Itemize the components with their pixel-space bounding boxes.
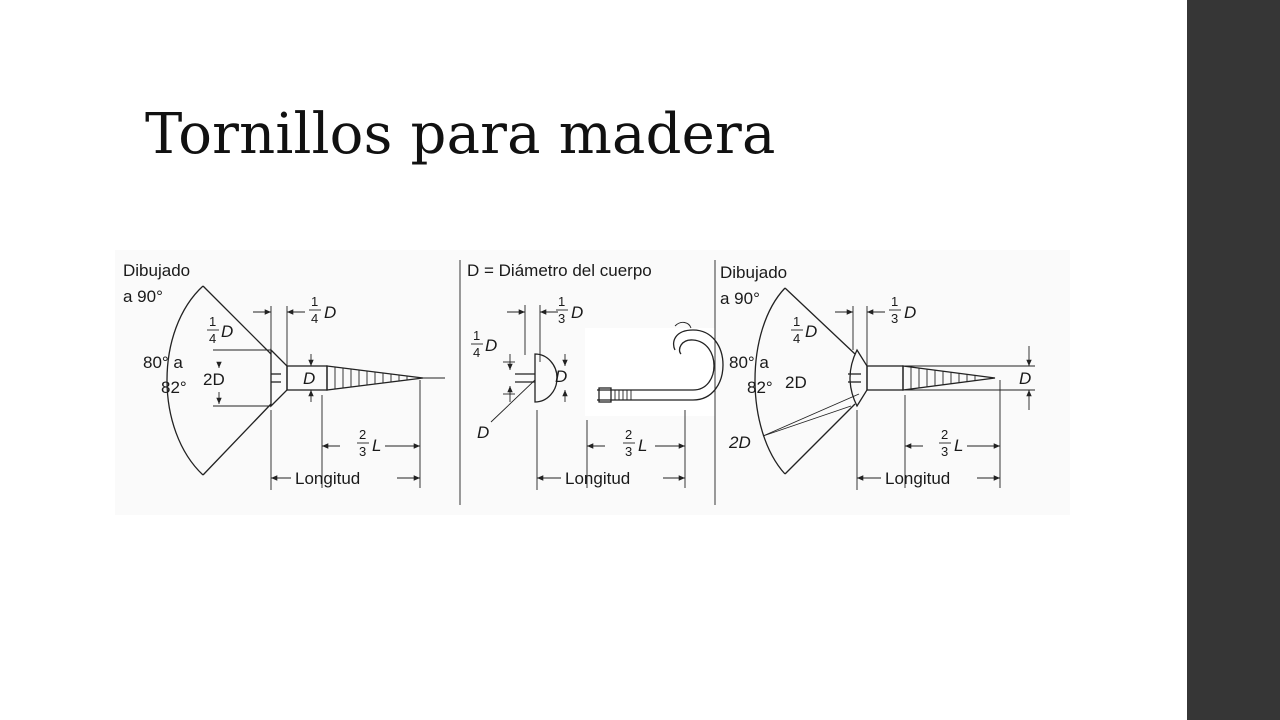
right-L-num: 2 xyxy=(941,427,948,442)
left-top-frac-den: 4 xyxy=(311,311,318,326)
middle-D-leader xyxy=(490,379,536,423)
oval-head-screw-panel: Dibujado a 90° 80° a 82° 1 4 D 2D xyxy=(720,263,1035,490)
diagram-svg: Dibujado a 90° 80° a 82° xyxy=(123,260,1035,505)
right-length: Longitud xyxy=(885,469,950,488)
left-angle-1: 80° a xyxy=(143,353,183,372)
right-threads xyxy=(902,365,996,391)
right-two-D: 2D xyxy=(785,373,807,392)
left-screw-head xyxy=(270,348,288,408)
left-angle-line-top xyxy=(202,285,272,355)
right-L-den: 3 xyxy=(941,444,948,459)
right-quarter-D: D xyxy=(805,322,817,341)
hook-bolt-nut xyxy=(598,387,612,403)
middle-third-num: 1 xyxy=(558,294,565,309)
right-third-D: D xyxy=(904,303,916,322)
middle-quarter-D: D xyxy=(485,336,497,355)
hook-bolt-outline xyxy=(597,339,715,391)
left-drawn-angle: a 90° xyxy=(123,287,163,306)
left-angle-line-bottom xyxy=(202,403,272,476)
left-L: L xyxy=(372,436,381,455)
right-third-den: 3 xyxy=(891,311,898,326)
right-thread-lines xyxy=(910,367,976,389)
left-drawn-label: Dibujado xyxy=(123,261,190,280)
middle-D-head: D xyxy=(555,367,567,386)
hook-bolt-image xyxy=(585,328,715,416)
middle-round-head xyxy=(534,353,558,403)
right-drawn-angle: a 90° xyxy=(720,289,760,308)
middle-L-den: 3 xyxy=(625,444,632,459)
middle-quarter-den: 4 xyxy=(473,345,480,360)
round-head-screw-panel: D = Diámetro del cuerpo 1 3 D 1 4 D D xyxy=(467,261,724,490)
middle-definition: D = Diámetro del cuerpo xyxy=(467,261,652,280)
wood-screw-diagram: Dibujado a 90° 80° a 82° xyxy=(115,250,1070,515)
right-D: D xyxy=(1019,369,1031,388)
left-L-num: 2 xyxy=(359,427,366,442)
middle-D-bottom: D xyxy=(477,423,489,442)
right-shank xyxy=(866,365,904,391)
right-two-D-bottom: 2D xyxy=(728,433,751,452)
middle-length: Longitud xyxy=(565,469,630,488)
hook-bolt-threads xyxy=(614,390,632,400)
left-length: Longitud xyxy=(295,469,360,488)
right-oval-head xyxy=(849,348,868,408)
middle-third-D: D xyxy=(571,303,583,322)
right-quarter-den: 4 xyxy=(793,331,800,346)
right-angle-2: 82° xyxy=(747,378,773,397)
right-angle-1: 80° a xyxy=(729,353,769,372)
right-angle-arc xyxy=(754,287,786,475)
left-top-frac-num: 1 xyxy=(311,294,318,309)
middle-L: L xyxy=(638,436,647,455)
left-quarter-D: D xyxy=(221,322,233,341)
left-top-D: D xyxy=(324,303,336,322)
left-two-D: 2D xyxy=(203,370,225,389)
left-D: D xyxy=(303,369,315,388)
right-L: L xyxy=(954,436,963,455)
page-title: Tornillos para madera xyxy=(145,102,776,167)
left-quarter-num: 1 xyxy=(209,314,216,329)
left-L-den: 3 xyxy=(359,444,366,459)
right-third-num: 1 xyxy=(891,294,898,309)
right-drawn-label: Dibujado xyxy=(720,263,787,282)
left-angle-2: 82° xyxy=(161,378,187,397)
left-angle-arc xyxy=(166,285,204,476)
middle-third-den: 3 xyxy=(558,311,565,326)
flat-head-screw-panel: Dibujado a 90° 80° a 82° xyxy=(123,261,445,490)
right-quarter-num: 1 xyxy=(793,314,800,329)
left-thread-lines xyxy=(334,367,408,389)
left-quarter-den: 4 xyxy=(209,331,216,346)
sidebar-panel xyxy=(1187,0,1280,720)
middle-quarter-num: 1 xyxy=(473,328,480,343)
middle-L-num: 2 xyxy=(625,427,632,442)
